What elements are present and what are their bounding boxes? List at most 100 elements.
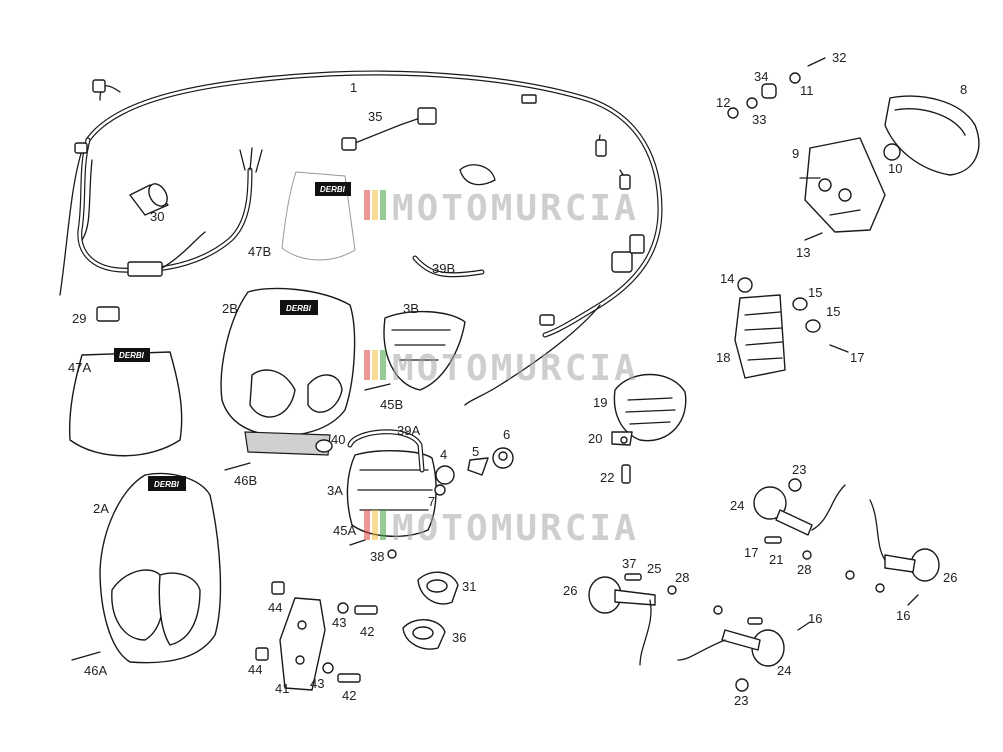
label-25: 25	[647, 561, 661, 576]
watermark-text: MOTOMURCIA	[392, 348, 639, 389]
label-33: 33	[752, 112, 766, 127]
washer-43a	[337, 602, 349, 614]
label-3A: 3A	[327, 483, 343, 498]
label-47A: 47A	[68, 360, 91, 375]
washer-28b	[802, 550, 812, 560]
label-46A: 46A	[84, 663, 107, 678]
label-11: 11	[800, 83, 814, 98]
label-28b: 28	[797, 562, 811, 577]
bracket-plate-41	[279, 597, 326, 691]
number-plate-47a	[68, 351, 183, 457]
bolt-42b	[337, 673, 361, 683]
label-45A: 45A	[333, 523, 356, 538]
fuse	[96, 306, 120, 322]
socket-7	[434, 484, 446, 496]
label-36: 36	[452, 630, 466, 645]
watermark-stripe-green	[380, 190, 386, 220]
regulator-18	[734, 294, 786, 379]
watermark-2: MOTOMURCIA	[364, 348, 639, 389]
nut-14	[737, 277, 753, 293]
label-42b: 42	[342, 688, 356, 703]
indicator-26b	[910, 548, 940, 582]
clip-44b	[255, 647, 269, 661]
bulb-23b	[735, 678, 749, 692]
label-37: 37	[622, 556, 636, 571]
label-7: 7	[428, 494, 435, 509]
label-2B: 2B	[222, 301, 238, 316]
label-35: 35	[368, 109, 382, 124]
label-42a: 42	[360, 624, 374, 639]
label-22: 22	[600, 470, 614, 485]
label-45B: 45B	[380, 397, 403, 412]
label-14: 14	[720, 271, 734, 286]
label-16b: 16	[896, 608, 910, 623]
washer-43b	[322, 662, 334, 674]
label-15a: 15	[808, 285, 822, 300]
label-39B: 39B	[432, 261, 455, 276]
label-9: 9	[792, 146, 799, 161]
label-41: 41	[275, 681, 289, 696]
brand-derbi-47b: DERBI	[320, 185, 346, 194]
label-26b: 26	[943, 570, 957, 585]
washer-38	[387, 549, 397, 559]
washer-15b	[805, 319, 821, 333]
watermark-3: MOTOMURCIA	[364, 508, 636, 549]
label-20: 20	[588, 431, 602, 446]
bolt-25	[624, 573, 642, 581]
label-29: 29	[72, 311, 86, 326]
washer-33	[746, 97, 758, 109]
watermark-1: MOTOMURCIA	[364, 188, 636, 229]
bolt-42a	[354, 605, 378, 615]
screw-46b	[224, 462, 251, 471]
clip-5	[467, 457, 489, 476]
label-34: 34	[754, 69, 768, 84]
screw-45b	[364, 383, 391, 391]
label-26a: 26	[563, 583, 577, 598]
label-8: 8	[960, 82, 967, 97]
grommet-40	[315, 439, 333, 453]
svg-text:DERBI: DERBI	[154, 480, 180, 489]
label-43a: 43	[332, 615, 346, 630]
tail-housing-9	[804, 137, 886, 233]
label-3B: 3B	[403, 301, 419, 316]
screw-46a	[71, 651, 101, 661]
label-28a: 28	[675, 570, 689, 585]
clip-44a	[271, 581, 285, 595]
bolt-22	[621, 464, 631, 484]
headlight-3b	[383, 310, 466, 391]
label-24a: 24	[730, 498, 744, 513]
label-44a: 44	[268, 600, 282, 615]
svg-text:DERBI: DERBI	[286, 304, 312, 313]
label-24b: 24	[777, 663, 791, 678]
label-6: 6	[503, 427, 510, 442]
nut-11	[789, 72, 801, 84]
label-18: 18	[716, 350, 730, 365]
washer-15a	[792, 297, 808, 311]
label-23b: 23	[734, 693, 748, 708]
watermark-stripe-yellow	[372, 190, 378, 220]
screw-45a	[349, 539, 366, 546]
label-13: 13	[796, 245, 810, 260]
screw-17a	[829, 344, 849, 353]
label-30: 30	[150, 209, 164, 224]
label-4: 4	[440, 447, 447, 462]
washer-28a	[667, 585, 677, 595]
label-12: 12	[716, 95, 730, 110]
label-21: 21	[769, 552, 783, 567]
label-1: 1	[350, 80, 357, 95]
label-2A: 2A	[93, 501, 109, 516]
label-43b: 43	[310, 676, 324, 691]
label-15b: 15	[826, 304, 840, 319]
bulb-23a	[788, 478, 802, 492]
label-5: 5	[472, 444, 479, 459]
label-17a: 17	[850, 350, 864, 365]
label-44b: 44	[248, 662, 262, 677]
tail-lens-8	[884, 95, 980, 176]
screw-16b	[907, 594, 919, 606]
label-39A: 39A	[397, 423, 420, 438]
svg-text:DERBI: DERBI	[119, 351, 145, 360]
rubber-cap	[129, 184, 169, 216]
screw-16a	[797, 621, 811, 631]
label-38: 38	[370, 549, 384, 564]
